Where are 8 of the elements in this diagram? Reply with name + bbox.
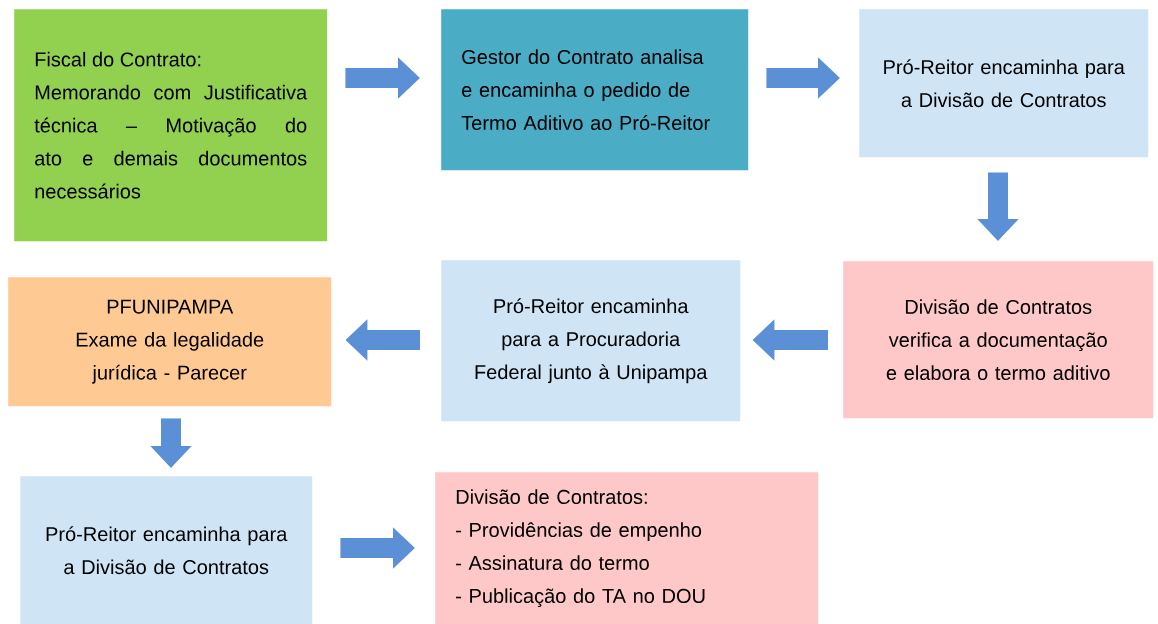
process-box: Gestor do Contrato analisa e encaminha o pedido de Termo Aditivo ao Pró-Reitor <box>441 9 749 171</box>
process-box: Fiscal do Contrato: Memorando com Justificativa técnica – Motivação do ato e demais documentos necessários <box>14 9 328 242</box>
process-box: Pró-Reitor encaminha para a Divisão de Contratos <box>859 9 1149 158</box>
process-box: Pró-Reitor encaminha para a Divisão de Contratos <box>20 476 313 624</box>
process-box: Divisão de Contratos verifica a documentação e elabora o termo aditivo <box>843 261 1154 419</box>
process-box: Pró-Reitor encaminha para a Procuradoria Federal junto à Unipampa <box>441 260 741 422</box>
process-box: PFUNIPAMPA Exame da legalidade jurídica - Parecer <box>8 277 332 407</box>
process-box: Divisão de Contratos: - Providências de empenho - Assinatura do termo - Publicação do TA no DOU <box>435 472 819 624</box>
